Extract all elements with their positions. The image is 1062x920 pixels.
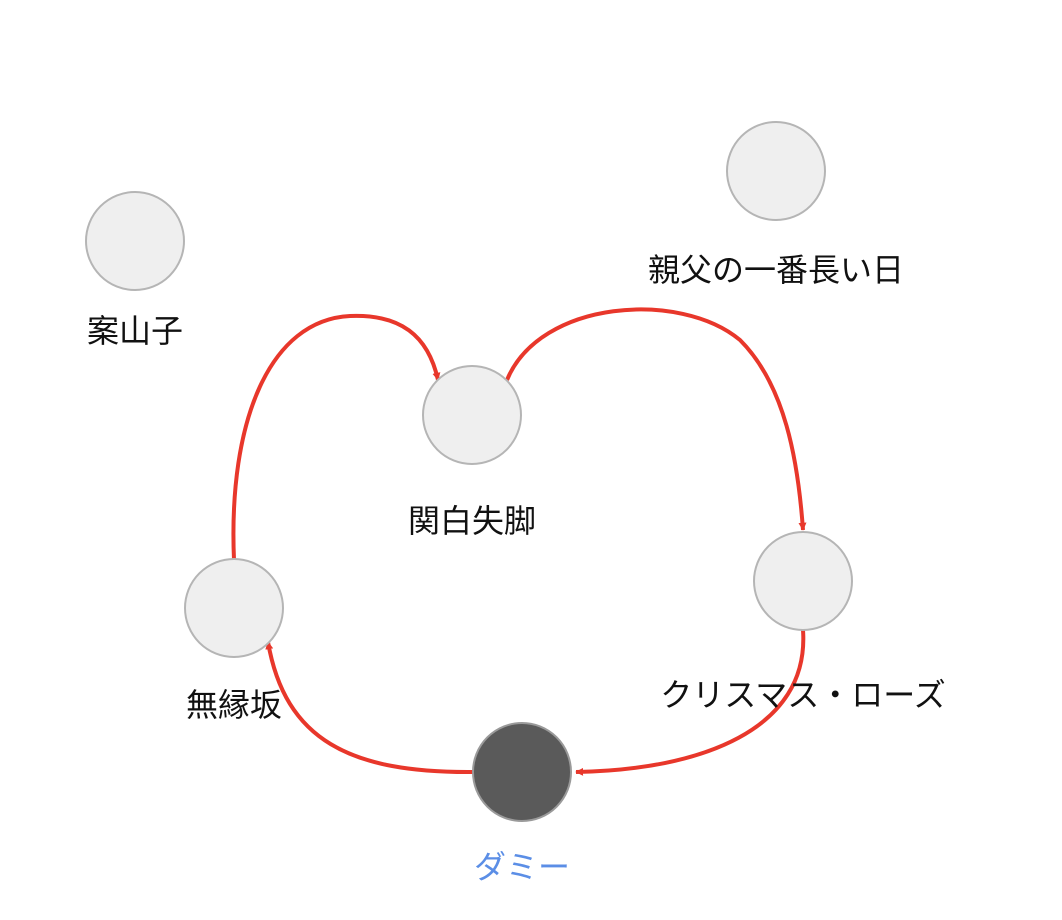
node-kakashi[interactable]: 案山子 [85, 191, 185, 350]
node-dummy[interactable]: ダミー [472, 722, 572, 886]
node-label: 関白失脚 [408, 502, 536, 540]
node-label: 親父の一番長い日 [648, 251, 904, 289]
node-muenzaka[interactable]: 無縁坂 [184, 558, 284, 724]
node-oyaji[interactable]: 親父の一番長い日 [648, 121, 904, 289]
node-circle[interactable] [184, 558, 284, 658]
node-circle[interactable] [422, 365, 522, 465]
edges-layer [231, 307, 807, 776]
node-circle[interactable] [85, 191, 185, 291]
node-label: クリスマス・ローズ [660, 676, 945, 714]
edge-christmas-to-dummy[interactable] [575, 629, 806, 776]
edge-kanpaku-to-christmas[interactable] [505, 307, 807, 531]
node-circle-selected[interactable] [472, 722, 572, 822]
nodes-layer: 案山子 親父の一番長い日 関白失脚 クリスマス・ローズ 無縁坂 ダミー [85, 121, 946, 886]
node-label: 無縁坂 [186, 686, 282, 724]
node-kanpaku[interactable]: 関白失脚 [408, 365, 536, 540]
node-circle[interactable] [726, 121, 826, 221]
edge-dummy-to-muenzaka[interactable] [265, 641, 474, 775]
node-label: 案山子 [87, 312, 183, 350]
node-christmas[interactable]: クリスマス・ローズ [660, 531, 946, 714]
node-label-selected: ダミー [474, 848, 570, 886]
edge-muenzaka-to-kanpaku[interactable] [231, 313, 441, 561]
node-circle[interactable] [753, 531, 853, 631]
